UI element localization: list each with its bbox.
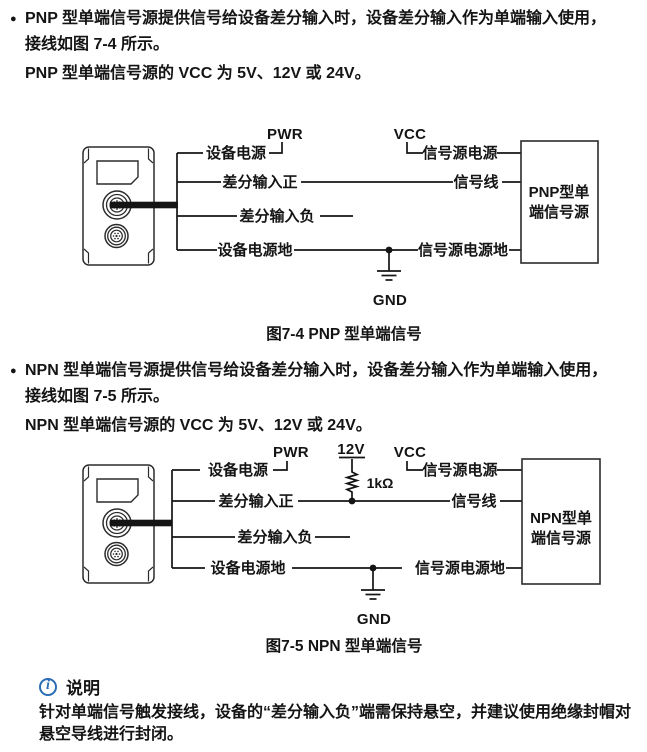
device-power-gnd-label: 设备电源地 — [210, 559, 285, 577]
diff-in-neg-label: 差分输入负 — [239, 207, 314, 225]
source-box-line1: NPN型单 — [530, 509, 592, 527]
npn-intro-lines: NPN 型单端信号源提供信号给设备差分输入时，设备差分输入作为单端输入使用， 接… — [25, 358, 637, 410]
npn-intro-line2: 接线如图 7-5 所示。 — [25, 388, 170, 405]
ground-symbol — [377, 270, 401, 281]
device-power-label: 设备电源 — [208, 461, 268, 479]
diff-in-neg-label: 差分输入负 — [237, 528, 312, 546]
pwr-label: PWR — [267, 126, 303, 143]
note-header: i 说明 — [39, 674, 637, 699]
source-box-line1: PNP型单 — [529, 183, 590, 201]
pnp-wiring-diagram: PWR VCC 设备电源 信号源电源 差分输入正 信号线 差分输入负 设备电源地… — [82, 126, 599, 343]
pnp-intro-lines: PNP 型单端信号源提供信号给设备差分输入时，设备差分输入作为单端输入使用， 接… — [25, 6, 637, 58]
vcc-label: VCC — [394, 444, 427, 461]
info-icon: i — [39, 677, 57, 696]
figure-caption: 图7-5 NPN 型单端信号 — [266, 636, 423, 655]
npn-wires — [171, 456, 522, 590]
npn-wiring-diagram: PWR 12V VCC 1kΩ 设备电源 信号源电源 差分输入正 信号线 差分输… — [82, 441, 601, 655]
device-cable — [110, 201, 178, 209]
pnp-intro-line2: 接线如图 7-4 所示。 — [25, 36, 170, 53]
bullet-marker: ● — [10, 13, 17, 25]
pnp-intro-line1: PNP 型单端信号源提供信号给设备差分输入时，设备差分输入作为单端输入使用， — [25, 10, 607, 27]
pwr-label: PWR — [273, 444, 309, 461]
npn-vcc-note: NPN 型单端信号源的 VCC 为 5V、12V 或 24V。 — [25, 417, 372, 434]
ground-junction-dot — [369, 564, 377, 572]
pnp-wires — [176, 142, 521, 271]
vcc-label: VCC — [394, 126, 427, 143]
device-power-label: 设备电源 — [206, 144, 266, 162]
resistor-junction-dot — [348, 497, 356, 505]
pnp-source-box — [520, 140, 599, 264]
diff-in-pos-label: 差分输入正 — [222, 173, 297, 191]
gnd-label: GND — [357, 611, 391, 628]
source-power-gnd-label: 信号源电源地 — [415, 559, 505, 577]
npn-intro-line1: NPN 型单端信号源提供信号给设备差分输入时，设备差分输入作为单端输入使用， — [25, 362, 608, 379]
signal-line-label: 信号线 — [451, 492, 496, 510]
supply-12v-label: 12V — [337, 441, 365, 458]
source-box-line2: 端信号源 — [529, 203, 589, 221]
pnp-vcc-note: PNP 型单端信号源的 VCC 为 5V、12V 或 24V。 — [25, 65, 371, 82]
source-box-line2: 端信号源 — [531, 529, 591, 547]
source-power-gnd-label: 信号源电源地 — [418, 241, 508, 259]
pnp-intro-paragraph: ● PNP 型单端信号源提供信号给设备差分输入时，设备差分输入作为单端输入使用，… — [10, 6, 637, 58]
source-power-label: 信号源电源 — [422, 144, 497, 162]
figure-caption: 图7-4 PNP 型单端信号 — [266, 324, 422, 343]
device-power-gnd-label: 设备电源地 — [217, 241, 292, 259]
gnd-label: GND — [373, 292, 407, 309]
resistor-value-label: 1kΩ — [367, 475, 394, 491]
npn-intro-paragraph: ● NPN 型单端信号源提供信号给设备差分输入时，设备差分输入作为单端输入使用，… — [10, 358, 637, 410]
ground-symbol — [361, 589, 385, 600]
signal-line-label: 信号线 — [453, 173, 498, 191]
bullet-marker: ● — [10, 365, 17, 377]
junction-dot — [385, 246, 393, 254]
note-title: 说明 — [66, 679, 100, 698]
npn-source-box — [521, 458, 601, 585]
note-body: 针对单端信号触发接线，设备的“差分输入负”端需保持悬空，并建议使用绝缘封帽对悬空… — [39, 704, 632, 743]
diff-in-pos-label: 差分输入正 — [218, 492, 293, 510]
source-power-label: 信号源电源 — [422, 461, 497, 479]
device-cable — [110, 519, 172, 527]
